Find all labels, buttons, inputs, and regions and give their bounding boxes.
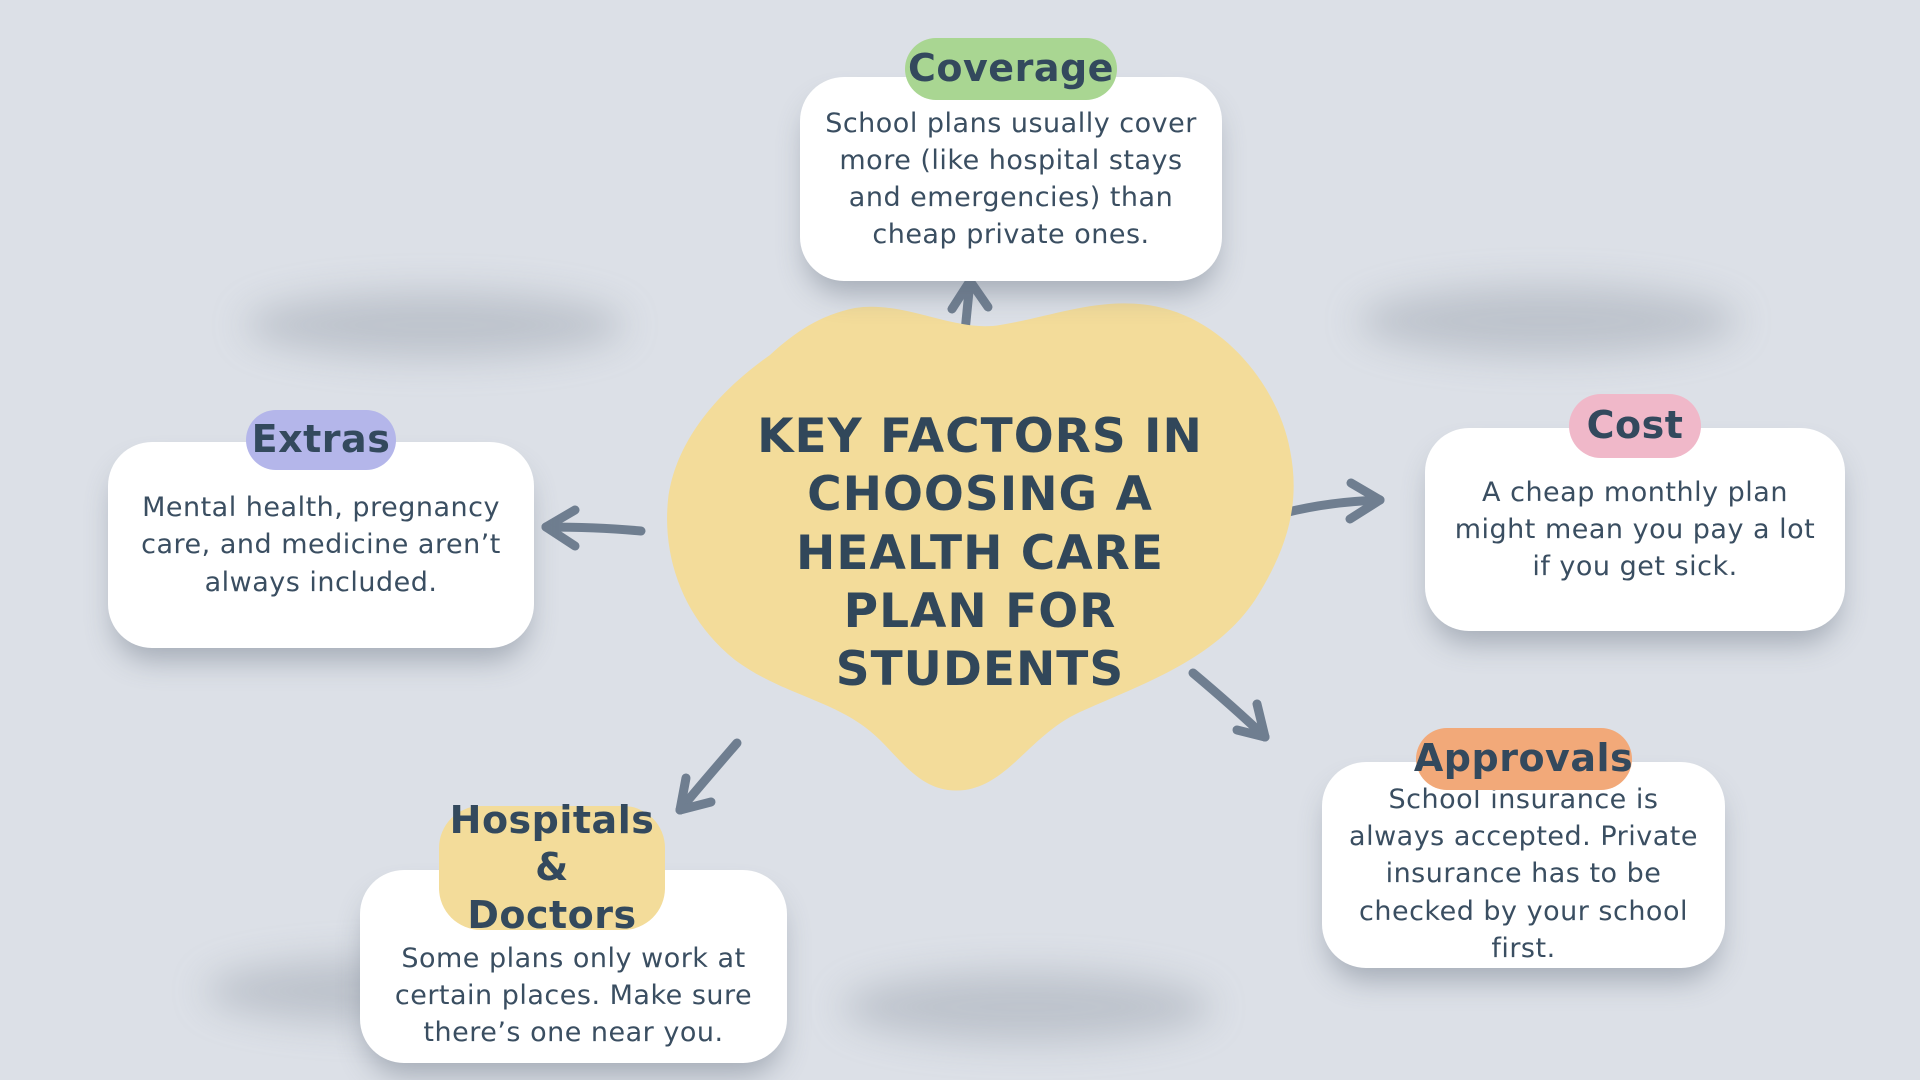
central-topic-title: KEY FACTORS IN CHOOSING A HEALTH CARE PL… [757,409,1203,698]
node-cost-card: A cheap monthly plan might mean you pay … [1425,428,1845,631]
node-approvals-label: Approvals [1413,736,1634,781]
arrow-to-hospitals [675,738,742,815]
central-topic: KEY FACTORS IN CHOOSING A HEALTH CARE PL… [650,290,1310,820]
node-extras-body: Mental health, pregnancy care, and medic… [141,492,501,598]
node-cost-badge: Cost [1569,394,1701,458]
central-blob-shape [667,303,1294,791]
node-approvals: Approvals School insurance is always acc… [1322,728,1725,968]
central-blob-path [667,303,1294,791]
node-cost-body: A cheap monthly plan might mean you pay … [1454,476,1816,583]
ambient-shadow [842,972,1212,1042]
node-coverage-body: School plans usually cover more (like ho… [825,107,1197,251]
arrow-to-approvals [1188,668,1270,742]
node-coverage-label: Coverage [908,46,1114,91]
node-approvals-card: School insurance is always accepted. Pri… [1322,762,1725,968]
node-hospitals-doctors-label: Hospitals & Doctors [449,797,655,937]
node-hospitals-doctors: Hospitals & Doctors Some plans only work… [360,798,787,1063]
node-extras: Extras Mental health, pregnancy care, an… [108,410,534,648]
node-hospitals-doctors-card: Some plans only work at certain places. … [360,870,787,1063]
node-coverage: Coverage School plans usually cover more… [800,38,1222,281]
arrow-to-extras [541,505,646,551]
node-coverage-card: School plans usually cover more (like ho… [800,77,1222,281]
node-coverage-badge: Coverage [905,38,1117,100]
node-extras-badge: Extras [246,410,396,470]
node-cost: Cost A cheap monthly plan might mean you… [1425,394,1845,631]
arrow-to-cost [1279,478,1385,524]
ambient-shadow [1358,286,1738,356]
node-hospitals-doctors-badge: Hospitals & Doctors [439,798,665,937]
node-approvals-badge: Approvals [1413,728,1634,790]
node-cost-label: Cost [1586,403,1684,448]
ambient-shadow [245,292,625,358]
node-hospitals-doctors-body: Some plans only work at certain places. … [394,942,753,1049]
node-extras-card: Mental health, pregnancy care, and medic… [108,442,534,648]
node-approvals-body: School insurance is always accepted. Pri… [1349,783,1698,964]
node-extras-label: Extras [251,417,391,462]
